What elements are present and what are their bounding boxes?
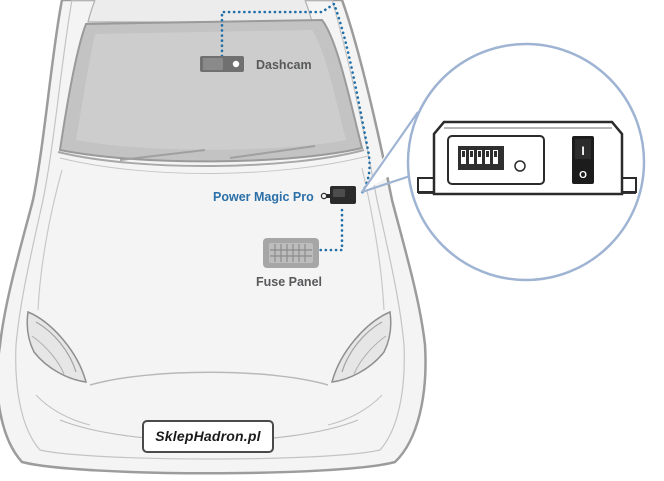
dashcam-label: Dashcam — [256, 58, 312, 72]
headlight-right-detail-2 — [353, 335, 387, 375]
license-plate-frame — [142, 420, 274, 453]
windshield-inner — [76, 30, 346, 150]
wiring — [220, 2, 371, 252]
power-magic-pro-label: Power Magic Pro — [213, 190, 314, 204]
headlight-right-detail — [341, 321, 383, 373]
device-detail: I O — [417, 120, 637, 196]
fuse-panel-label: Fuse Panel — [256, 275, 322, 289]
callout-pointer-edge-bottom — [361, 174, 411, 194]
flange-left — [417, 177, 435, 193]
rocker-switch-face — [575, 139, 591, 159]
wiper-left — [119, 149, 206, 161]
switch-off-symbol: O — [579, 170, 587, 181]
led-indicator — [514, 160, 526, 172]
callout-pointer-edge-top — [361, 111, 419, 193]
headlight-left-detail-2 — [31, 335, 65, 375]
car-body-inner-line — [15, 0, 405, 460]
dashcam-icon — [200, 56, 244, 72]
headlight-left-detail — [35, 321, 77, 373]
power-magic-pro-icon — [320, 186, 356, 204]
license-plate-text: SklepHadron.pl — [155, 428, 261, 444]
wire-device-to-fuse — [318, 208, 344, 252]
bumper-side-left — [35, 394, 91, 426]
car-illustration — [0, 0, 427, 475]
cowl-line — [57, 149, 365, 167]
headlight-right — [330, 310, 392, 383]
wiper-right — [229, 145, 316, 159]
callout-pointer — [362, 112, 412, 192]
switch-on-symbol: I — [581, 144, 584, 158]
headlight-left — [26, 310, 88, 383]
roof-edge — [87, 0, 313, 23]
bumper-upper-line — [89, 371, 329, 386]
bumper-side-right — [327, 394, 383, 426]
fuse-panel-icon — [263, 238, 319, 268]
dip-switch-levers — [462, 151, 497, 157]
hood-crease-left — [37, 169, 63, 311]
wire-dashcam-to-device — [220, 2, 371, 198]
hood-front-line — [59, 155, 369, 174]
